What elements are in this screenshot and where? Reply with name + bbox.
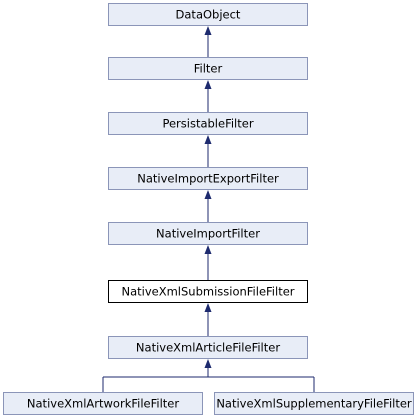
node-data-object[interactable]: DataObject — [108, 3, 308, 26]
arrowhead-to-filter — [204, 80, 212, 89]
arrowhead-to-data-object — [204, 26, 212, 35]
node-label: NativeImportExportFilter — [137, 172, 279, 186]
nodes-layer: DataObjectFilterPersistableFilterNativeI… — [3, 3, 414, 415]
node-box[interactable] — [108, 112, 308, 135]
node-box[interactable] — [214, 392, 414, 415]
node-native-xml-submission-file-filter[interactable]: NativeXmlSubmissionFileFilter — [108, 280, 308, 303]
node-box[interactable] — [108, 222, 308, 245]
edges-layer — [102, 26, 315, 392]
node-box[interactable] — [3, 392, 203, 415]
node-label: NativeImportFilter — [156, 227, 260, 241]
arrowhead-to-persistable-filter — [204, 135, 212, 144]
node-native-import-filter[interactable]: NativeImportFilter — [108, 222, 308, 245]
node-label: NativeXmlArtworkFileFilter — [27, 397, 179, 411]
node-label: Filter — [194, 62, 223, 76]
node-box[interactable] — [108, 3, 308, 26]
node-box[interactable] — [108, 167, 308, 190]
arrowhead-to-native-xml-submission-file-filter — [204, 303, 212, 312]
node-label: NativeXmlSupplementaryFileFilter — [216, 397, 412, 411]
arrowhead-to-native-import-filter — [204, 245, 212, 254]
node-label: DataObject — [176, 8, 241, 22]
arrowhead-to-native-xml-article-file-filter — [204, 359, 212, 368]
node-box[interactable] — [108, 57, 308, 80]
node-box[interactable] — [108, 336, 308, 359]
arrowhead-to-native-import-export-filter — [204, 190, 212, 199]
node-label: PersistableFilter — [162, 117, 253, 131]
node-label: NativeXmlSubmissionFileFilter — [121, 285, 294, 299]
node-filter[interactable]: Filter — [108, 57, 308, 80]
node-native-xml-supplementary-file-filter[interactable]: NativeXmlSupplementaryFileFilter — [214, 392, 414, 415]
node-box[interactable] — [108, 280, 308, 303]
node-native-xml-article-file-filter[interactable]: NativeXmlArticleFileFilter — [108, 336, 308, 359]
node-persistable-filter[interactable]: PersistableFilter — [108, 112, 308, 135]
node-native-import-export-filter[interactable]: NativeImportExportFilter — [108, 167, 308, 190]
node-label: NativeXmlArticleFileFilter — [136, 341, 280, 355]
node-native-xml-artwork-file-filter[interactable]: NativeXmlArtworkFileFilter — [3, 392, 203, 415]
